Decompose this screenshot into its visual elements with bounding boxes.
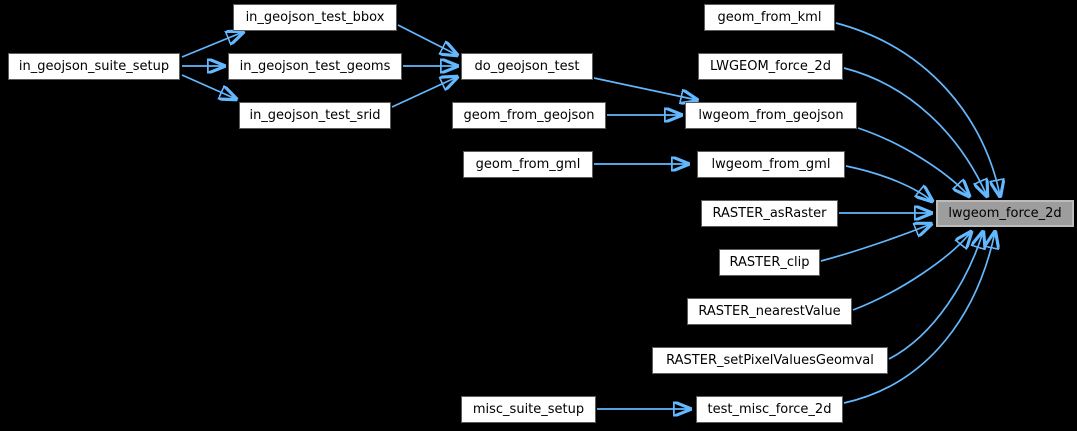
node-lwgeom_from_geojson[interactable]: lwgeom_from_geojson (685, 102, 857, 129)
node-in_geojson_test_geoms[interactable]: in_geojson_test_geoms (228, 53, 402, 80)
edge-in_geojson_test_srid-to-do_geojson_test (391, 77, 457, 108)
node-RASTER_asRaster[interactable]: RASTER_asRaster (701, 200, 838, 227)
edge-RASTER_setPixelValuesGeomval-to-lwgeom_force_2d (888, 232, 983, 360)
node-lwgeom_force_2d: lwgeom_force_2d (936, 200, 1074, 227)
node-misc_suite_setup[interactable]: misc_suite_setup (461, 396, 596, 423)
node-RASTER_setPixelValuesGeomval[interactable]: RASTER_setPixelValuesGeomval (652, 347, 888, 374)
node-geom_from_kml[interactable]: geom_from_kml (704, 4, 835, 31)
node-geom_from_gml[interactable]: geom_from_gml (463, 151, 593, 178)
node-in_geojson_suite_setup[interactable]: in_geojson_suite_setup (8, 53, 180, 80)
edge-RASTER_clip-to-lwgeom_force_2d (820, 224, 931, 262)
edge-RASTER_nearestValue-to-lwgeom_force_2d (852, 232, 971, 311)
node-RASTER_nearestValue[interactable]: RASTER_nearestValue (687, 298, 852, 325)
node-in_geojson_test_srid[interactable]: in_geojson_test_srid (239, 102, 391, 129)
node-RASTER_clip[interactable]: RASTER_clip (719, 249, 820, 276)
edge-do_geojson_test-to-lwgeom_from_geojson (593, 77, 697, 100)
edge-lwgeom_from_gml-to-lwgeom_force_2d (845, 165, 932, 201)
edge-in_geojson_suite_setup-to-in_geojson_test_srid (181, 74, 236, 99)
node-do_geojson_test[interactable]: do_geojson_test (461, 53, 593, 80)
edge-in_geojson_test_bbox-to-do_geojson_test (397, 24, 457, 55)
node-test_misc_force_2d[interactable]: test_misc_force_2d (696, 396, 843, 423)
edge-LWGEOM_force_2d-to-lwgeom_force_2d (843, 67, 987, 196)
node-in_geojson_test_bbox[interactable]: in_geojson_test_bbox (233, 4, 397, 31)
edge-test_misc_force_2d-to-lwgeom_force_2d (843, 232, 995, 404)
node-geom_from_geojson[interactable]: geom_from_geojson (452, 102, 606, 129)
node-lwgeom_from_gml[interactable]: lwgeom_from_gml (697, 151, 845, 178)
node-LWGEOM_force_2d[interactable]: LWGEOM_force_2d (698, 53, 843, 80)
edge-geom_from_kml-to-lwgeom_force_2d (835, 22, 1000, 196)
edge-in_geojson_suite_setup-to-in_geojson_test_bbox (181, 32, 243, 58)
edge-lwgeom_from_geojson-to-lwgeom_force_2d (857, 127, 969, 196)
